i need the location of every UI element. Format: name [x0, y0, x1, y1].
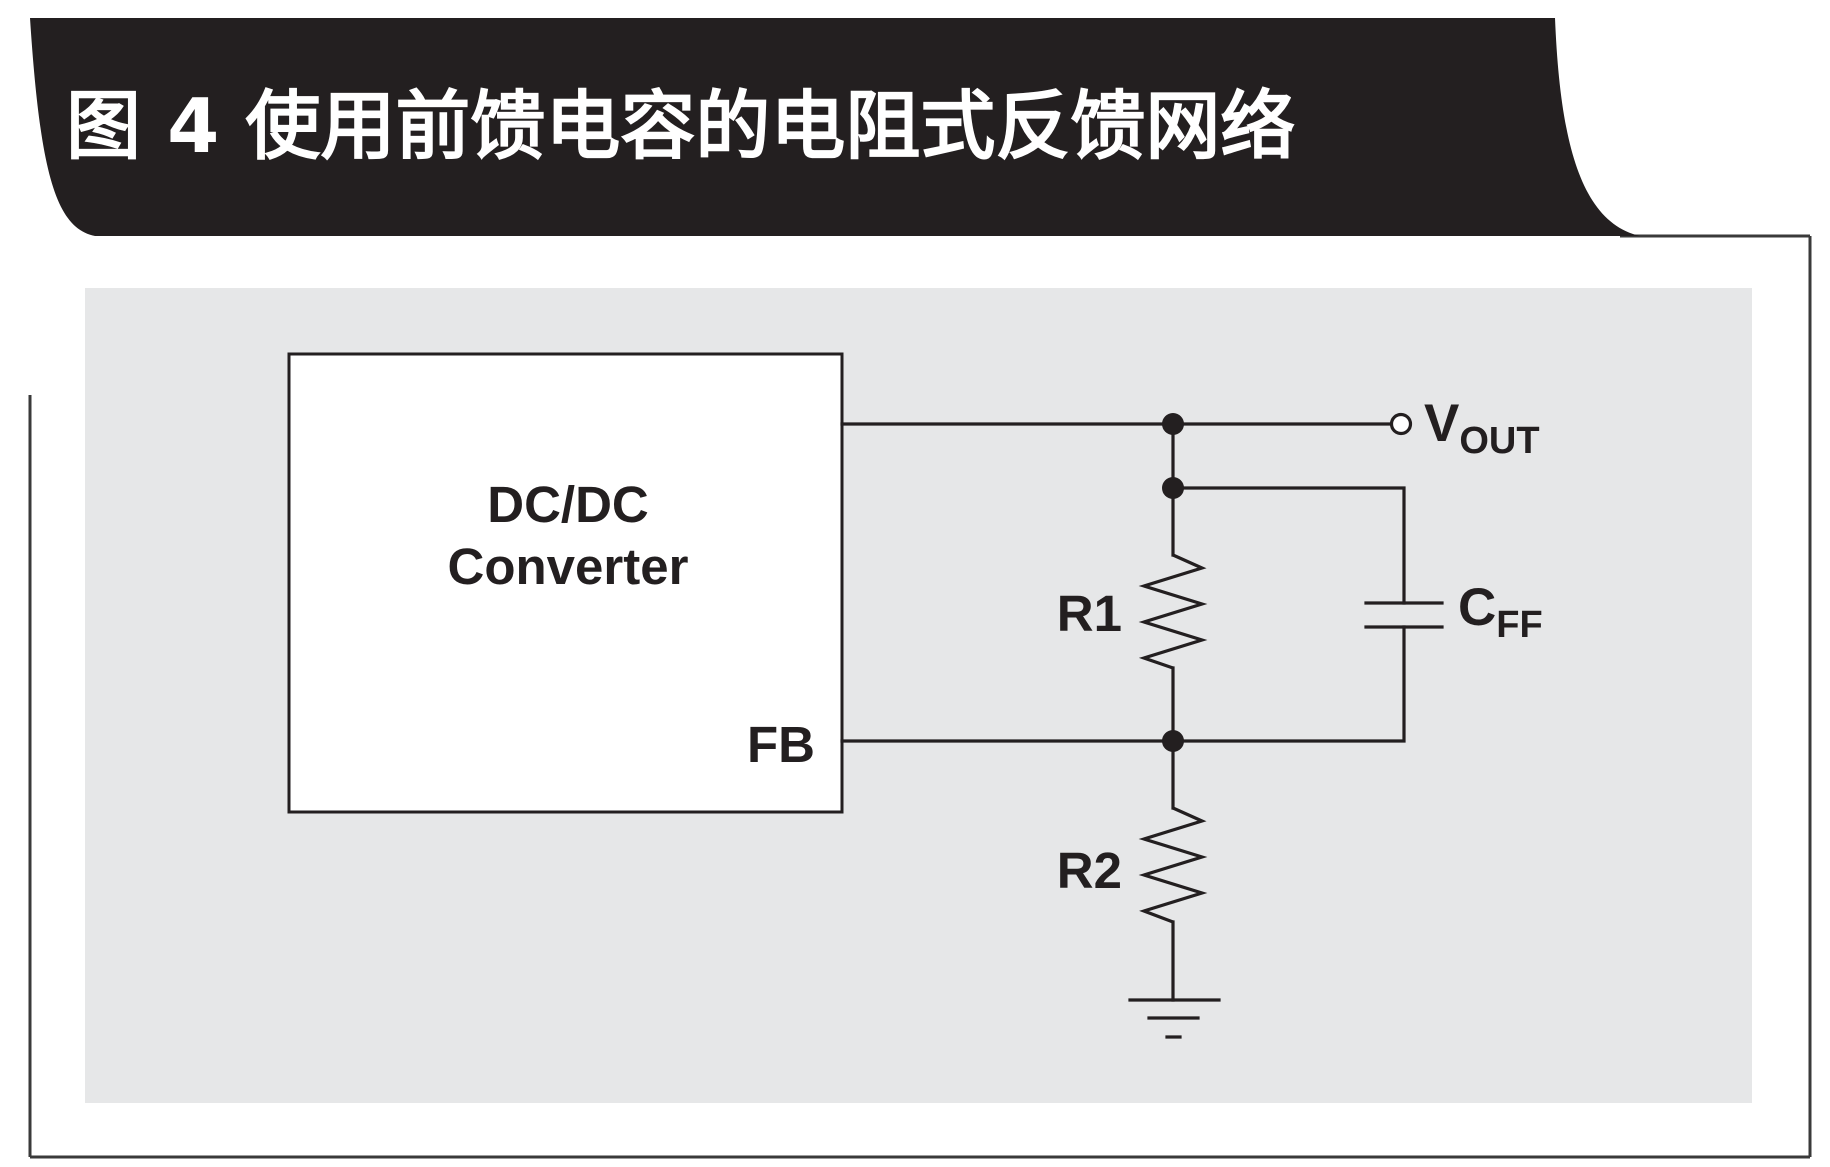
r2-label: R2 — [1057, 842, 1122, 899]
vout-label-main: V — [1424, 394, 1459, 453]
junction-dot-fb — [1162, 730, 1184, 752]
fb-pin-label: FB — [747, 716, 815, 773]
title-bar — [30, 18, 1640, 236]
outer-frame — [28, 234, 1812, 1159]
ground-icon — [1128, 998, 1221, 1039]
dcdc-converter-block: DC/DC Converter FB — [287, 352, 844, 814]
cff-capacitor — [1364, 601, 1444, 629]
junction-dot-cff-top — [1162, 477, 1184, 499]
cff-branch-wire — [1171, 486, 1406, 743]
r1-resistor — [1138, 553, 1208, 670]
vout-label: VOUT — [1424, 394, 1540, 462]
figure-title: 图 4 使用前馈电容的电阻式反馈网络 — [66, 82, 1295, 170]
cff-label-sub: FF — [1496, 604, 1542, 646]
vout-terminal — [1389, 412, 1413, 436]
converter-label-line1: DC/DC — [487, 476, 649, 533]
r1-label: R1 — [1057, 585, 1122, 642]
vout-label-sub: OUT — [1459, 420, 1539, 462]
junction-dot-vout — [1162, 413, 1184, 435]
cff-label-main: C — [1458, 578, 1496, 637]
r2-resistor — [1138, 806, 1208, 924]
cff-label: CFF — [1458, 578, 1543, 646]
converter-label-line2: Converter — [448, 538, 689, 595]
